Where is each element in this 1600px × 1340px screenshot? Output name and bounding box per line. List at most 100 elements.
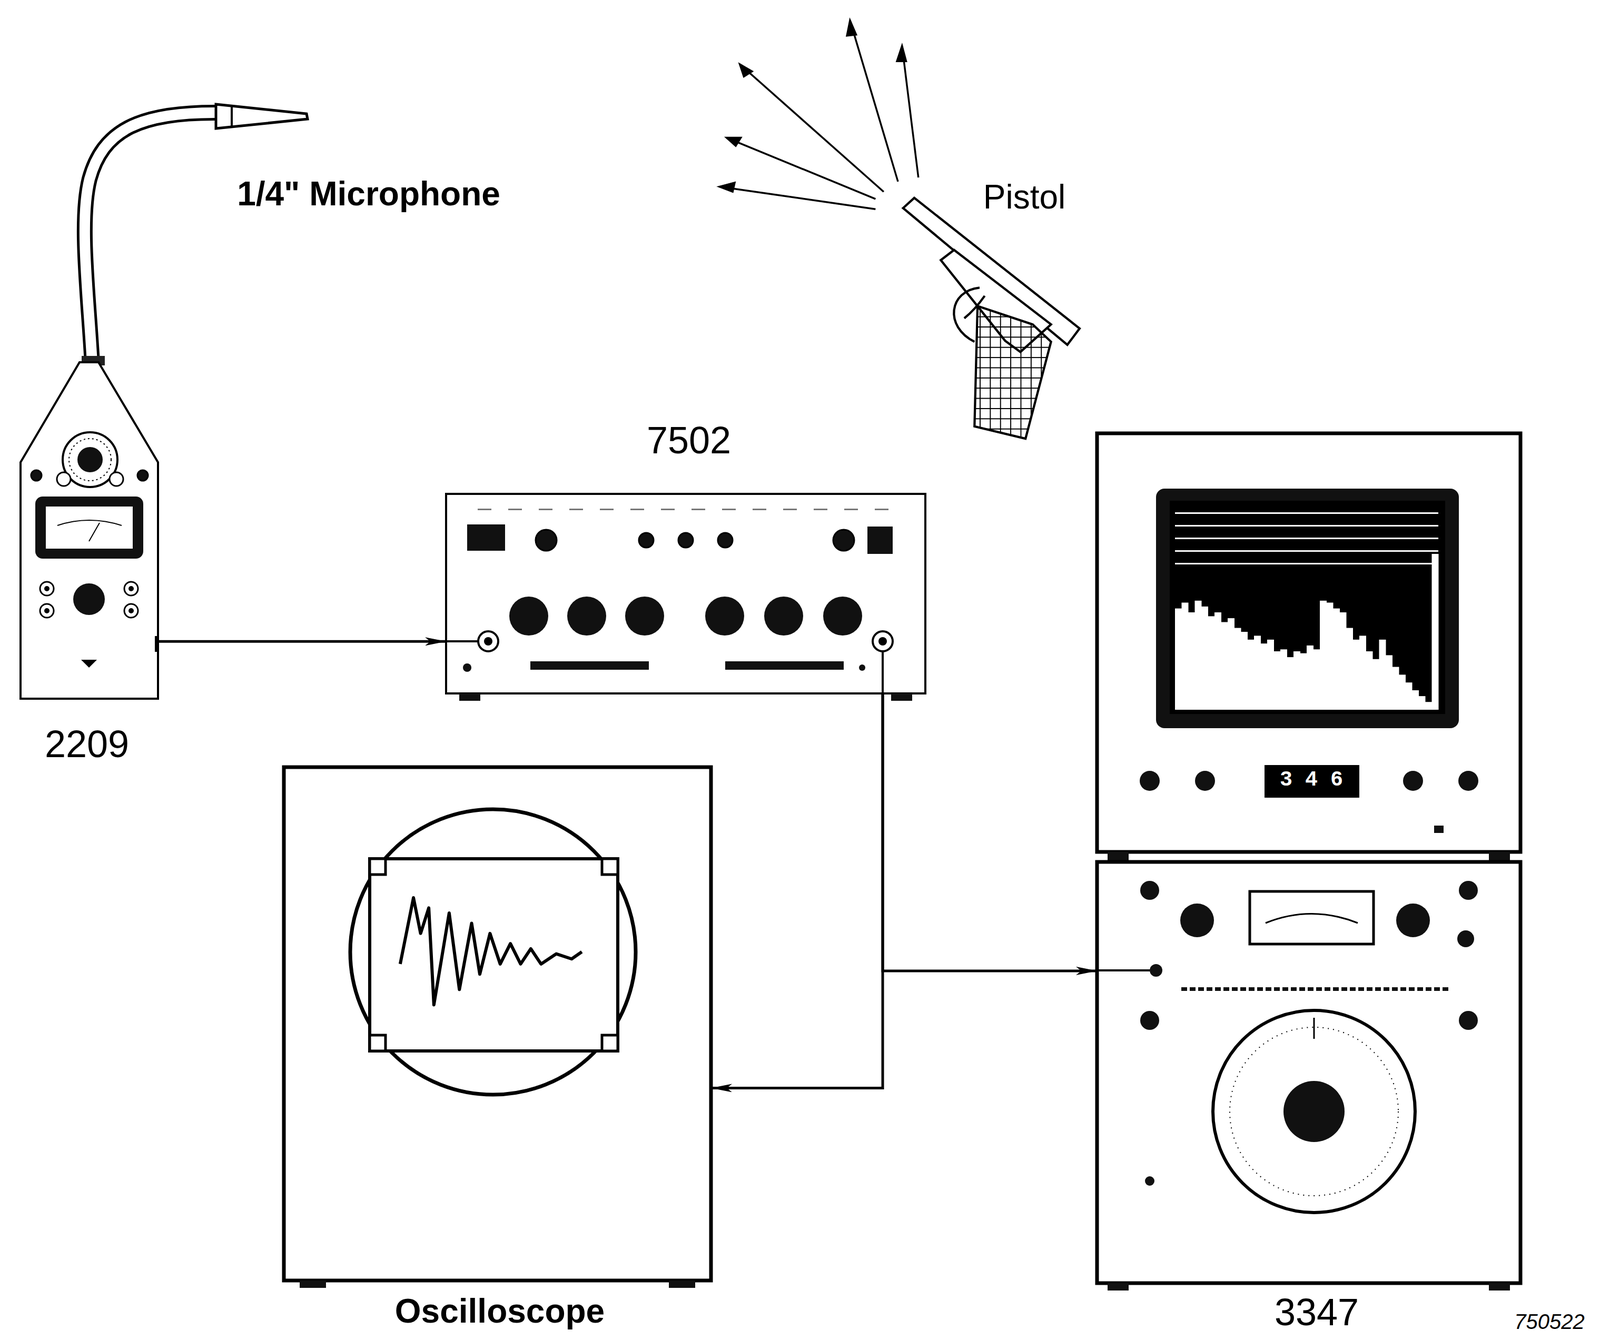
control-knob — [638, 532, 654, 548]
control-knob — [1403, 771, 1424, 792]
spectrum-bar — [1201, 606, 1209, 710]
spectrum-bar — [1392, 667, 1400, 710]
spectrum-bar — [1280, 649, 1288, 710]
shot-arrowhead — [739, 64, 753, 77]
control-knob — [137, 470, 148, 481]
instrument-drawing — [446, 494, 926, 694]
panel-marking — [752, 508, 767, 511]
instrument-housing — [446, 494, 926, 694]
panel-marking — [1358, 987, 1365, 992]
panel-marking — [1400, 987, 1407, 992]
gooseneck-tube — [84, 112, 220, 364]
control-knob — [56, 472, 71, 487]
jack — [878, 637, 887, 646]
instrument-label: Oscilloscope — [394, 1292, 605, 1330]
shot-arrow — [850, 20, 898, 182]
spectrum-bar — [1372, 659, 1380, 710]
instrument: 2209 — [20, 362, 158, 699]
panel-marking — [508, 508, 522, 511]
foot — [668, 1280, 696, 1289]
spectrum-bar — [1221, 622, 1229, 711]
waveform — [400, 897, 582, 1005]
graticule-line — [1174, 563, 1439, 565]
spectrum-bar — [1379, 639, 1387, 710]
part-label: 1/4" Microphone — [236, 175, 501, 213]
panel-marking — [1425, 987, 1432, 992]
jack — [40, 581, 54, 596]
foot — [459, 693, 481, 701]
readout-window — [1264, 765, 1360, 798]
indicator — [858, 664, 866, 671]
gooseneck-tube — [84, 112, 220, 364]
panel-marking — [660, 508, 675, 511]
panel-marking — [1248, 987, 1255, 992]
panel-marking — [1290, 987, 1297, 992]
panel-marking — [1198, 987, 1204, 992]
graticule-line — [1174, 525, 1439, 527]
instrument: Oscilloscope — [283, 767, 711, 1281]
instrument-label: 7502 — [646, 419, 732, 462]
instrument-drawing — [283, 767, 711, 1281]
indicator — [462, 663, 472, 673]
screen-corner — [601, 1035, 618, 1052]
spectrum-bar — [1359, 635, 1367, 710]
control-knob — [567, 596, 607, 636]
trigger-guard — [953, 287, 980, 342]
indicator — [1144, 1176, 1155, 1187]
screen-corner — [369, 858, 386, 875]
input-lead — [446, 640, 479, 643]
spectrum-bar — [1405, 682, 1413, 710]
control-knob — [823, 596, 863, 636]
foot — [1107, 1283, 1129, 1291]
jack — [128, 608, 134, 614]
gooseneck — [81, 104, 308, 366]
shot-arrowhead — [846, 20, 856, 36]
readout-value: 3 4 6 — [1276, 767, 1347, 794]
panel-marking — [1391, 987, 1398, 992]
instrument: 3347 — [1097, 433, 1521, 1284]
spectrum-bar — [1385, 655, 1393, 710]
jack — [44, 586, 50, 592]
panel-marking — [1383, 987, 1390, 992]
foot — [1488, 1283, 1510, 1291]
foot — [299, 1280, 327, 1289]
spectrum-bar — [1194, 600, 1202, 710]
panel-marking — [1332, 987, 1339, 992]
panel-marking — [1307, 987, 1314, 992]
panel-marking — [630, 508, 645, 511]
signal-cable — [157, 640, 447, 644]
graticule-line — [1174, 512, 1439, 515]
panel-bar — [725, 661, 844, 670]
shot-arrow — [902, 45, 919, 178]
instrument-label: 3347 — [1274, 1291, 1359, 1334]
panel-marking — [1265, 987, 1272, 992]
instrument-drawing — [20, 362, 158, 699]
meter-window — [45, 506, 133, 549]
range-dial — [68, 438, 112, 481]
dial-scale — [1229, 1027, 1399, 1197]
spectrum-bar — [1227, 618, 1235, 710]
spectrum-bar — [1240, 631, 1248, 710]
panel-marking — [1215, 987, 1221, 992]
spectrum-bar — [1332, 608, 1340, 710]
graticule-line — [1174, 550, 1439, 552]
spectrum-bar — [1181, 603, 1189, 711]
meter-housing — [20, 362, 158, 699]
oscilloscope-housing — [283, 767, 711, 1281]
spectrum-bar — [1425, 702, 1432, 710]
meter-scale — [1265, 914, 1358, 924]
control-knob — [31, 470, 42, 481]
input-lead — [1097, 969, 1150, 972]
panel-marking — [1341, 987, 1348, 992]
display-screen — [1169, 500, 1446, 715]
spectrum-bar — [1326, 603, 1334, 711]
jack — [478, 631, 499, 652]
panel-marking — [1442, 987, 1449, 992]
panel-marking — [1181, 987, 1188, 992]
control-knob — [73, 583, 105, 616]
panel-marking — [874, 508, 889, 511]
input-jack — [1149, 964, 1163, 977]
spectrum-bar — [1273, 651, 1281, 710]
spectrum-bar — [1366, 651, 1374, 710]
panel-marking — [844, 508, 858, 511]
